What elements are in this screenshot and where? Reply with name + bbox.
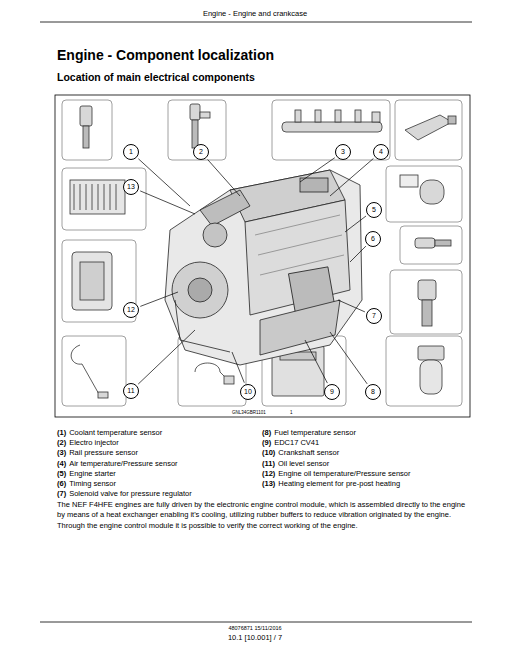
figure-number: 1 xyxy=(290,410,293,415)
key-text: Engine starter xyxy=(69,469,116,478)
leader-line xyxy=(338,300,365,312)
leader-line xyxy=(350,246,366,262)
callout-number: 12 xyxy=(123,302,139,318)
callout-number: 5 xyxy=(366,202,382,218)
footer-code: 48076871 15/11/2016 xyxy=(0,625,510,631)
leader-line xyxy=(140,191,195,214)
key-line: (13)Heating element for pre-post heating xyxy=(262,479,400,488)
key-line: (10)Crankshaft sensor xyxy=(262,448,339,457)
leader-line xyxy=(140,292,178,306)
key-number: (7) xyxy=(57,489,66,498)
key-line: (6)Timing sensor xyxy=(57,479,116,488)
key-text: Timing sensor xyxy=(69,479,116,488)
callout-number: 8 xyxy=(365,384,381,400)
key-line: (5)Engine starter xyxy=(57,469,116,478)
key-line: (7)Solenoid valve for pressure regulator xyxy=(57,489,192,498)
key-line: (11)Oil level sensor xyxy=(262,459,329,468)
callout-number: 6 xyxy=(365,231,381,247)
key-number: (4) xyxy=(57,459,66,468)
callout-number: 1 xyxy=(123,144,139,160)
key-text: Fuel temperature sensor xyxy=(274,428,356,437)
key-number: (10) xyxy=(262,448,275,457)
key-line: (1)Coolant temperature sensor xyxy=(57,428,162,437)
section-heading: Location of main electrical components xyxy=(57,71,255,83)
key-line: (12)Engine oil temperature/Pressure sens… xyxy=(262,469,411,478)
leader-line xyxy=(300,158,335,182)
key-text: Electro injector xyxy=(69,438,119,447)
key-text: Solenoid valve for pressure regulator xyxy=(69,489,192,498)
callout-number: 13 xyxy=(123,179,139,195)
key-number: (8) xyxy=(262,428,271,437)
key-line: (4)Air temperature/Pressure sensor xyxy=(57,459,178,468)
leader-line xyxy=(138,159,190,206)
leader-line xyxy=(345,216,366,232)
key-number: (13) xyxy=(262,479,275,488)
callout-number: 11 xyxy=(123,383,139,399)
key-text: EDC17 CV41 xyxy=(274,438,319,447)
callout-number: 10 xyxy=(240,384,256,400)
key-text: Coolant temperature sensor xyxy=(69,428,162,437)
leader-line xyxy=(232,352,244,383)
key-line: (2)Electro injector xyxy=(57,438,119,447)
callout-number: 4 xyxy=(373,144,389,160)
page-title: Engine - Component localization xyxy=(57,47,274,63)
key-line: (8)Fuel temperature sensor xyxy=(262,428,356,437)
leader-line xyxy=(138,330,195,384)
leader-line xyxy=(305,340,327,383)
key-line: (3)Rail pressure sensor xyxy=(57,448,138,457)
callout-number: 9 xyxy=(324,384,340,400)
key-number: (3) xyxy=(57,448,66,457)
leader-line xyxy=(330,159,373,197)
callout-number: 3 xyxy=(335,144,351,160)
key-number: (2) xyxy=(57,438,66,447)
callout-number: 7 xyxy=(366,308,382,324)
key-number: (12) xyxy=(262,469,275,478)
key-text: Crankshaft sensor xyxy=(278,448,339,457)
key-number: (9) xyxy=(262,438,271,447)
key-text: Oil level sensor xyxy=(278,459,329,468)
key-number: (1) xyxy=(57,428,66,437)
page-number: 10.1 [10.001] / 7 xyxy=(0,633,510,642)
key-text: Engine oil temperature/Pressure sensor xyxy=(278,469,410,478)
key-number: (11) xyxy=(262,459,275,468)
key-number: (5) xyxy=(57,469,66,478)
key-text: Heating element for pre-post heating xyxy=(278,479,400,488)
figure-code: GNL34GBR1101 xyxy=(232,410,266,415)
leader-line xyxy=(208,160,240,197)
key-number: (6) xyxy=(57,479,66,488)
page-header: Engine - Engine and crankcase xyxy=(0,9,510,18)
key-text: Air temperature/Pressure sensor xyxy=(69,459,177,468)
key-line: (9)EDC17 CV41 xyxy=(262,438,319,447)
leader-line xyxy=(330,332,367,384)
callout-number: 2 xyxy=(193,144,209,160)
body-text: The NEF F4HFE engines are fully driven b… xyxy=(57,500,472,520)
body-text: Through the engine control module it is … xyxy=(57,521,472,531)
key-text: Rail pressure sensor xyxy=(69,448,138,457)
